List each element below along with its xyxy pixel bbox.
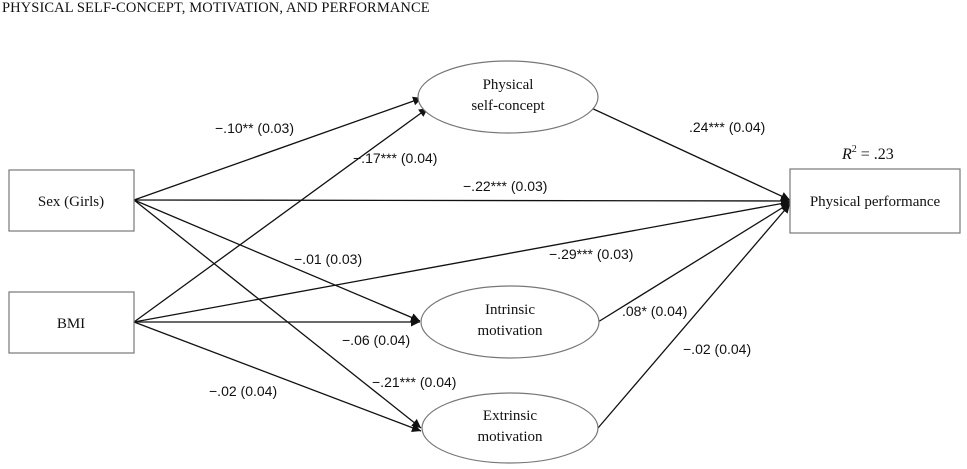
arrow-bmi-to-performance xyxy=(133,199,791,323)
node-intrinsic-line1: Intrinsic xyxy=(485,302,535,318)
node-psc-line2: self-concept xyxy=(471,98,545,114)
coef-sex-intrinsic: −.01 (0.03) xyxy=(294,251,362,267)
node-performance-label: Physical performance xyxy=(810,194,941,210)
r-squared-label: R2 = .23 xyxy=(841,144,894,163)
arrow-bmi-to-extrinsic xyxy=(133,321,422,433)
node-sex-label: Sex (Girls) xyxy=(38,194,104,210)
node-intrinsic-ellipse xyxy=(420,285,600,359)
coef-bmi-performance: −.29*** (0.03) xyxy=(549,246,633,262)
arrow-bmi-to-psc xyxy=(133,107,429,323)
arrow-sex-to-psc xyxy=(133,96,423,201)
node-extrinsic-line2: motivation xyxy=(478,429,543,445)
arrow-sex-to-intrinsic xyxy=(133,199,421,322)
coef-sex-psc: −.10** (0.03) xyxy=(215,120,294,136)
node-sex-box xyxy=(8,169,135,232)
page-title: PHYSICAL SELF-CONCEPT, MOTIVATION, AND P… xyxy=(2,0,430,16)
node-bmi-box xyxy=(8,291,135,354)
arrow-extrinsic-to-performance xyxy=(597,203,791,429)
node-extrinsic-line1: Extrinsic xyxy=(483,408,537,424)
coef-bmi-psc: −.17*** (0.04) xyxy=(353,150,437,166)
node-psc-line1: Physical xyxy=(483,77,534,93)
coef-intrinsic-performance: .08* (0.04) xyxy=(622,303,687,319)
arrow-sex-to-performance xyxy=(133,196,791,206)
coef-sex-performance: −.22*** (0.03) xyxy=(463,178,547,194)
coef-bmi-extrinsic: −.02 (0.04) xyxy=(209,383,277,399)
coef-extrinsic-performance: −.02 (0.04) xyxy=(683,341,751,357)
node-intrinsic-line2: motivation xyxy=(478,323,543,339)
coef-sex-extrinsic: −.21*** (0.04) xyxy=(372,374,456,390)
node-extrinsic-ellipse xyxy=(421,392,599,464)
arrow-sex-to-extrinsic xyxy=(133,199,422,429)
arrow-psc-to-performance xyxy=(573,99,791,201)
arrow-intrinsic-to-performance xyxy=(597,202,791,323)
coef-psc-performance: .24*** (0.04) xyxy=(689,119,765,135)
node-performance-box xyxy=(789,168,961,234)
coef-bmi-intrinsic: −.06 (0.04) xyxy=(342,332,410,348)
node-psc-ellipse xyxy=(417,60,599,134)
node-bmi-label: BMI xyxy=(57,316,85,332)
